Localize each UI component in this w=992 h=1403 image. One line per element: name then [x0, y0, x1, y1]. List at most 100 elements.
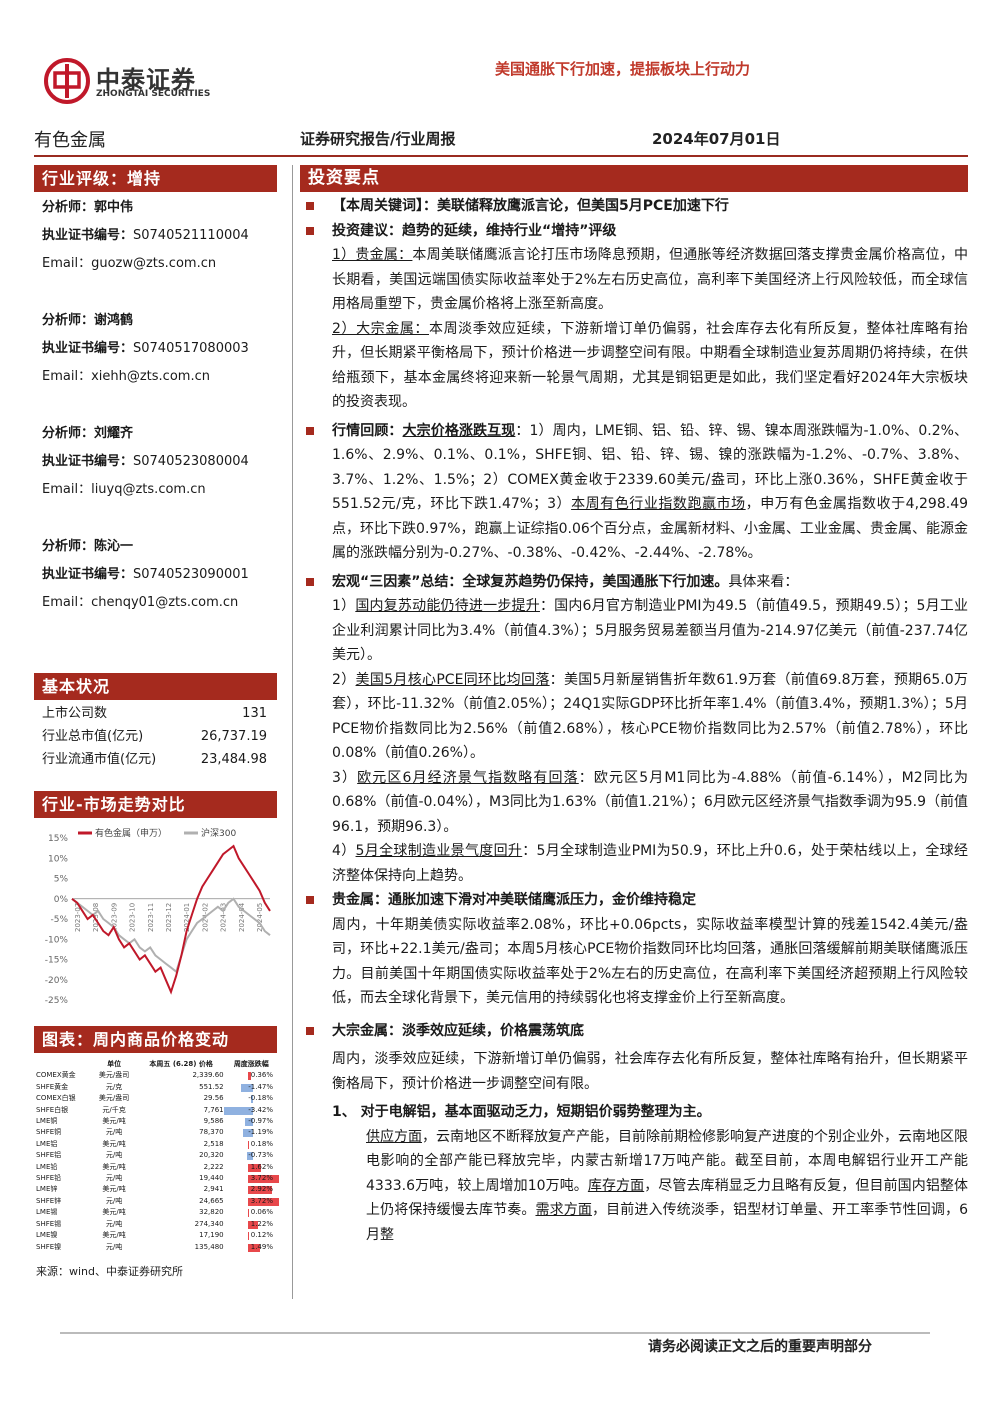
- change-bar: [251, 1095, 253, 1104]
- legend-label: 有色金属（申万）: [95, 827, 167, 839]
- commodity-unit: 元/吨: [105, 1219, 123, 1228]
- change-bar: [247, 1197, 280, 1206]
- macro-item: 宏观“三因素”总结：全球复苏趋势仍保持，美国通胀下行加速。具体来看：: [300, 570, 968, 595]
- analyst-cert: 执业证书编号：S0740521110004: [42, 228, 249, 243]
- precious-metal-paragraph: 1）贵金属：本周美联储鹰派言论打压市场降息预期，但通胀等经济数据回落支撑贵金属价…: [332, 247, 968, 312]
- commodity-unit: 美元/吨: [102, 1185, 126, 1194]
- commodity-unit: 美元/吨: [102, 1139, 126, 1148]
- commodity-unit: 美元/吨: [102, 1231, 126, 1240]
- analyst-email[interactable]: Email：liuyq@zts.com.cn: [42, 482, 206, 497]
- commodity-unit: 元/吨: [105, 1242, 123, 1251]
- commodity-name: LME锌: [36, 1185, 58, 1194]
- change-text: 1.49%: [250, 1242, 273, 1251]
- x-tick-label: 2024-04: [238, 902, 246, 932]
- legend-label: 沪深300: [201, 827, 236, 839]
- series-line: [71, 897, 271, 974]
- commodity-price: 78,370: [199, 1128, 224, 1137]
- commodity-name: LME镍: [36, 1231, 58, 1240]
- change-bar: [247, 1186, 273, 1195]
- commodity-unit: 美元/吨: [102, 1162, 126, 1171]
- commodity-change: -1.47%: [226, 1082, 277, 1093]
- commodity-change: 0.12%: [226, 1230, 277, 1241]
- commodity-unit: 元/吨: [105, 1196, 123, 1205]
- x-tick-label: 2023-07: [74, 903, 82, 932]
- x-tick-label: 2023-10: [129, 903, 137, 932]
- commodity-price: 19,440: [199, 1174, 224, 1183]
- bullet-icon: [306, 1026, 314, 1035]
- col-header: [34, 1059, 91, 1070]
- change-text: 3.72%: [250, 1196, 273, 1205]
- bulk-metal-detail: 周内，淡季效应延续，下游新增订单仍偏弱，社会库存去化有所反复，整体社库略有抬升，…: [332, 1051, 968, 1092]
- change-text: -0.18%: [248, 1094, 273, 1103]
- analyst-email[interactable]: Email：chenqy01@zts.com.cn: [42, 595, 239, 610]
- advice-item: 投资建议：趋势的延续，维持行业“增持”评级: [300, 219, 968, 244]
- analyst-email[interactable]: Email：xiehh@zts.com.cn: [42, 369, 210, 384]
- commodity-price: 29.56: [203, 1094, 224, 1103]
- table-row: SHFE锡 元/吨 274,340 1.22%: [34, 1219, 277, 1230]
- change-bar: [247, 1220, 258, 1229]
- commodity-price: 17,190: [199, 1231, 224, 1240]
- investment-highlights-title: 投资要点: [300, 165, 968, 192]
- change-text: -0.73%: [248, 1151, 273, 1160]
- x-tick-label: 2023-09: [110, 903, 118, 932]
- analyst-name: 分析师：郭中伟: [42, 200, 134, 215]
- report-type: 证券研究报告/行业周报: [300, 130, 456, 148]
- change-bar: [247, 1209, 249, 1218]
- y-tick-label: -10%: [45, 935, 69, 945]
- analyst-block: 分析师：郭中伟 执业证书编号：S0740521110004 Email：guoz…: [42, 194, 277, 278]
- commodity-change: -0.97%: [226, 1116, 277, 1127]
- analyst-cert: 执业证书编号：S0740517080003: [42, 341, 249, 356]
- column-divider: [292, 165, 293, 1299]
- analyst-name: 分析师：谢鸿鹤: [42, 313, 134, 328]
- commodity-name: SHFE黄金: [36, 1082, 69, 1091]
- change-bar: [244, 1118, 253, 1127]
- commodity-name: COMEX黄金: [36, 1071, 76, 1080]
- macro-point: 2）美国5月核心PCE同环比均回落：美国5月新屋销售折年数61.9万套（前值69…: [332, 671, 968, 762]
- change-text: -1.19%: [248, 1128, 273, 1137]
- zhongtai-logo-icon: [44, 58, 90, 104]
- analyst-cert: 执业证书编号：S0740523090001: [42, 567, 249, 582]
- commodity-name: LME铅: [36, 1162, 58, 1171]
- x-tick-label: 2023-11: [147, 903, 155, 932]
- change-text: 1.22%: [250, 1219, 273, 1228]
- analyst-block: 分析师：陈沁一 执业证书编号：S0740523090001 Email：chen…: [42, 533, 277, 617]
- commodity-name: SHFE铜: [36, 1128, 62, 1137]
- commodity-name: SHFE锡: [36, 1219, 62, 1228]
- change-bar: [247, 1140, 250, 1149]
- bullet-icon: [306, 896, 314, 904]
- commodity-price: 24,665: [199, 1196, 224, 1205]
- analyst-name: 分析师：刘耀齐: [42, 426, 134, 441]
- x-tick-label: 2024-01: [183, 903, 191, 932]
- analyst-list: 分析师：郭中伟 执业证书编号：S0740521110004 Email：guoz…: [42, 194, 277, 617]
- report-header: 中泰证券 ZHONGTAI SECURITIES 美国通胀下行加速，提振板块上行…: [0, 0, 992, 160]
- keyword-item: 【本周关键词】：美联储释放鹰派言论，但美国5月PCE加速下行: [300, 194, 968, 219]
- commodity-unit: 美元/盎司: [98, 1071, 130, 1080]
- change-text: 0.18%: [250, 1139, 273, 1148]
- commodity-change: 3.72%: [226, 1173, 280, 1184]
- change-bar: [246, 1152, 253, 1161]
- aluminum-heading: 1、 对于电解铝，基本面驱动乏力，短期铝价弱势整理为主。: [332, 1104, 711, 1120]
- analyst-email[interactable]: Email：guozw@zts.com.cn: [42, 256, 217, 271]
- change-text: 0.06%: [250, 1208, 273, 1217]
- commodity-change: 0.06%: [226, 1207, 277, 1218]
- y-tick-label: -25%: [45, 996, 69, 1006]
- change-text: 0.36%: [250, 1071, 273, 1080]
- change-bar: [247, 1072, 251, 1081]
- commodity-price: 274,340: [194, 1219, 224, 1228]
- sidebar: 行业评级：增持 分析师：郭中伟 执业证书编号：S0740521110004 Em…: [34, 165, 280, 1279]
- x-tick-label: 2023-12: [165, 903, 173, 932]
- analyst-block: 分析师：谢鸿鹤 执业证书编号：S0740517080003 Email：xieh…: [42, 307, 277, 391]
- change-text: 1.62%: [250, 1162, 273, 1171]
- commodity-unit: 元/吨: [105, 1128, 123, 1137]
- commodity-name: SHFE铝: [36, 1151, 62, 1160]
- macro-point: 4）5月全球制造业景气度回升：5月全球制造业PMI为50.9，环比上升0.6，处…: [332, 843, 968, 884]
- trend-title: 行业-市场走势对比: [34, 791, 277, 818]
- change-bar: [247, 1232, 249, 1241]
